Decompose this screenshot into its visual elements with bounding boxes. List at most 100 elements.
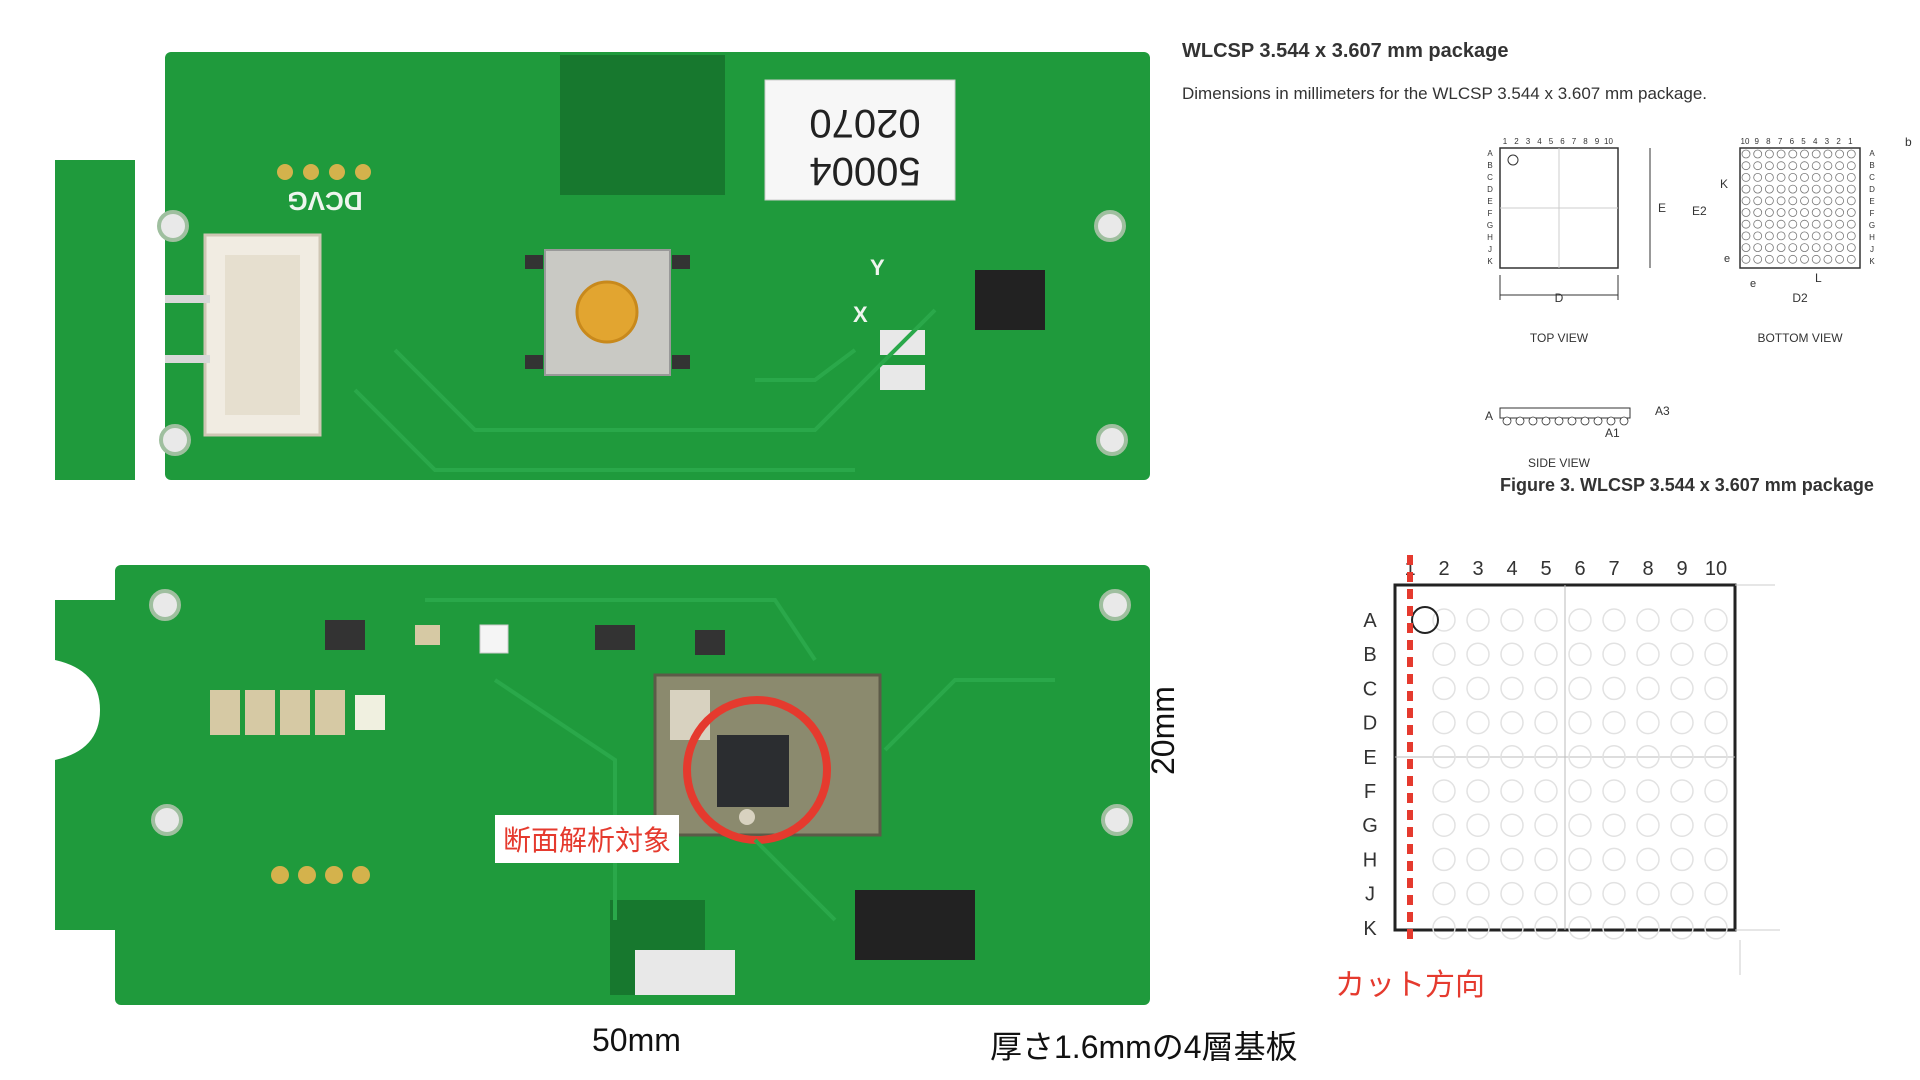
bottom-ball [1741,196,1751,206]
bottom-ball [1776,208,1786,217]
top-row-label: D [1487,185,1493,194]
dim-d: D [1555,291,1564,305]
bottom-ball [1800,149,1809,159]
grid-ball [1500,847,1524,872]
axis-y-label: Y [870,255,885,280]
grid-ball [1534,608,1558,632]
bottom-ball [1800,208,1809,217]
top-row-label: B [1487,161,1492,170]
grid-ball [1534,813,1558,837]
grid-ball [1568,642,1592,666]
grid-ball [1602,608,1626,632]
bottom-ball [1800,243,1809,252]
grid-col-label: 5 [1540,558,1551,580]
grid-ball [1466,847,1490,872]
dim-a3: A3 [1655,404,1670,418]
sticker-line1: 02070 [809,101,920,145]
bottom-ball [1776,219,1786,229]
bottom-ball [1823,184,1833,194]
bottom-ball [1846,173,1856,182]
dim-a: A [1485,409,1493,423]
top-row-label: C [1487,173,1493,182]
dim-e-pitch-v: e [1724,253,1730,265]
dim-k: K [1720,177,1728,191]
top-col-label: 6 [1560,137,1565,146]
bottom-ball [1823,161,1833,171]
grid-ball [1636,813,1660,837]
top-col-label: 8 [1583,137,1588,146]
bottom-ball [1823,208,1833,217]
axis-x-label: X [853,302,868,327]
dim-e2: E2 [1692,204,1707,218]
bottom-col-label: 6 [1790,137,1795,146]
grid-ball [1432,881,1456,906]
grid-ball [1670,642,1694,666]
bottom-ball [1811,173,1821,182]
bottom-ball [1753,161,1763,171]
top-row-label: F [1488,209,1493,218]
bottom-ball [1823,149,1833,159]
bottom-ball [1800,173,1809,182]
grid-ball [1500,916,1524,940]
grid-col-label: 4 [1506,558,1517,580]
bottom-ball [1823,231,1833,241]
bottom-ball [1753,196,1763,206]
bottom-ball [1811,208,1821,217]
grid-ball [1500,779,1524,803]
bottom-col-label: 4 [1813,137,1818,146]
grid-ball [1568,745,1592,769]
side-bump [1502,416,1512,426]
bottom-row-label: K [1869,257,1875,266]
grid-ball [1500,676,1524,701]
bottom-ball [1753,243,1763,252]
bottom-ball [1800,196,1809,206]
bottom-row-label: F [1870,209,1875,218]
grid-ball [1432,642,1456,666]
pcb-top-board: 02070 50004 DCVG Y X [55,50,1150,485]
top-col-label: 7 [1572,137,1577,146]
grid-ball [1432,847,1456,872]
bottom-col-label: 7 [1778,137,1783,146]
grid-ball [1466,710,1490,735]
package-title: WLCSP 3.544 x 3.607 mm package [1182,40,1509,62]
side-bump [1541,416,1551,426]
grid-ball [1432,916,1456,940]
bottom-ball [1764,196,1774,206]
bottom-ball [1811,219,1821,229]
bottom-ball [1788,231,1798,241]
bottom-ball [1753,208,1763,217]
grid-ball [1466,676,1490,701]
bottom-ball [1835,161,1845,171]
bottom-ball [1788,161,1798,171]
bottom-ball [1835,243,1845,252]
top-col-label: 1 [1503,137,1508,146]
side-view-label: SIDE VIEW [1528,456,1591,470]
bottom-ball [1776,173,1786,182]
grid-ball [1704,710,1728,735]
grid-ball [1602,745,1626,769]
top-row-label: A [1487,149,1493,158]
bottom-ball [1823,196,1833,206]
bottom-ball [1741,219,1751,229]
bottom-ball [1835,196,1845,206]
bottom-ball [1764,161,1774,171]
bottom-ball [1741,231,1751,241]
top-row-label: H [1487,233,1493,242]
grid-ball [1602,881,1626,906]
grid-ball [1670,847,1694,872]
grid-row-label: E [1363,747,1376,769]
grid-ball [1568,676,1592,701]
grid-ball [1534,847,1558,872]
grid-ball [1602,710,1626,735]
bottom-row-label: D [1869,185,1875,194]
grid-ball [1534,779,1558,803]
side-bump [1528,416,1538,426]
bottom-ball [1753,173,1763,182]
top-row-label: J [1488,245,1492,254]
grid-ball [1704,813,1728,837]
grid-ball [1704,676,1728,701]
